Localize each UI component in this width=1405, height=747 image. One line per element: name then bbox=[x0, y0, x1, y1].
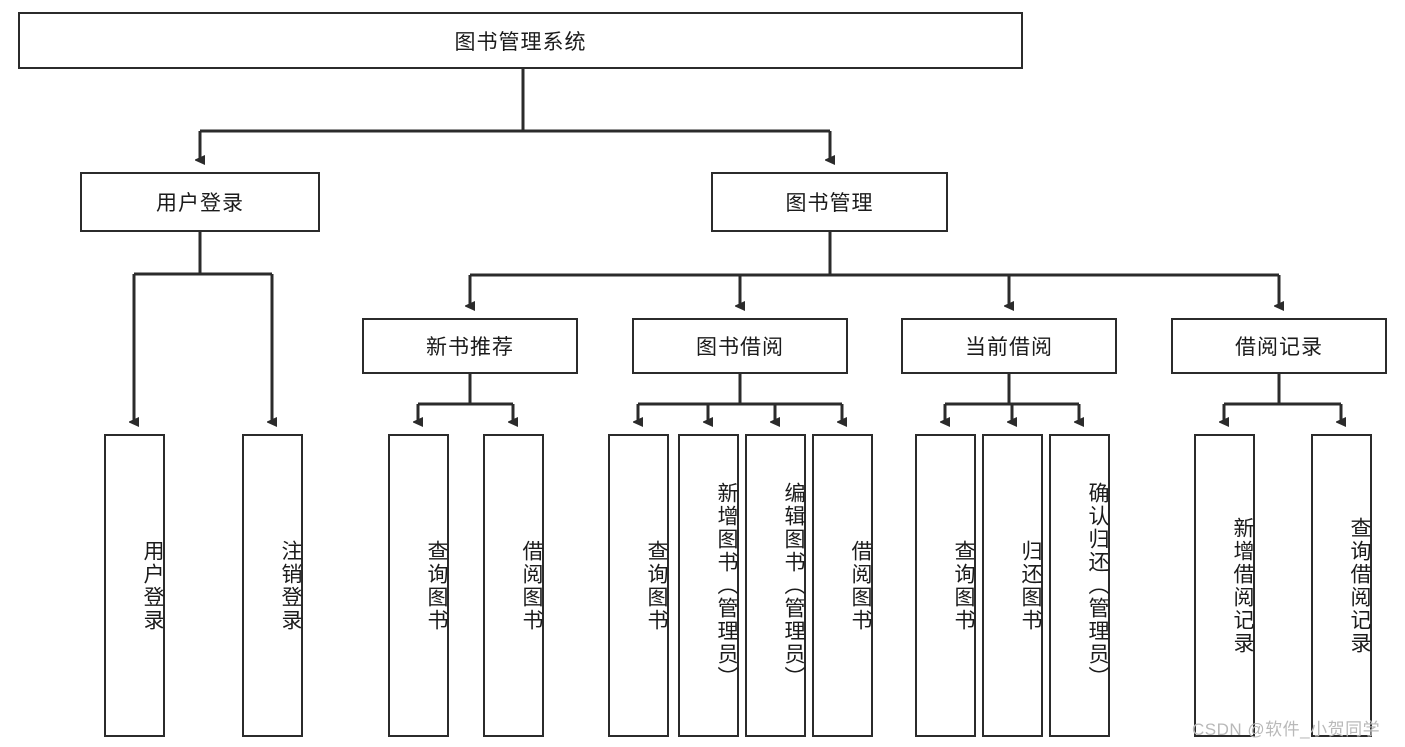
node-leaf-query-book-borrow[interactable]: 查询图书 bbox=[608, 434, 669, 737]
node-leaf-logout-login-label: 注销登录 bbox=[279, 539, 302, 632]
node-root[interactable]: 图书管理系统 bbox=[18, 12, 1023, 69]
node-leaf-add-borrow-record[interactable]: 新增借阅记录 bbox=[1194, 434, 1255, 737]
node-leaf-confirm-return[interactable]: 确认归还（管理员） bbox=[1049, 434, 1110, 737]
node-leaf-return-book[interactable]: 归还图书 bbox=[982, 434, 1043, 737]
node-leaf-query-borrow-record-label: 查询借阅记录 bbox=[1348, 516, 1371, 655]
node-leaf-return-book-label: 归还图书 bbox=[1019, 539, 1042, 632]
node-book-borrow-label: 图书借阅 bbox=[696, 336, 784, 359]
node-leaf-user-login[interactable]: 用户登录 bbox=[104, 434, 165, 737]
node-leaf-edit-book[interactable]: 编辑图书（管理员） bbox=[745, 434, 806, 737]
node-leaf-query-book-recommend-label: 查询图书 bbox=[425, 539, 448, 632]
node-book-borrow[interactable]: 图书借阅 bbox=[632, 318, 848, 374]
node-leaf-add-borrow-record-label: 新增借阅记录 bbox=[1231, 516, 1254, 655]
node-new-book-recommend[interactable]: 新书推荐 bbox=[362, 318, 578, 374]
node-leaf-borrow-book-recommend[interactable]: 借阅图书 bbox=[483, 434, 544, 737]
node-leaf-query-borrow-record[interactable]: 查询借阅记录 bbox=[1311, 434, 1372, 737]
node-leaf-add-book[interactable]: 新增图书（管理员） bbox=[678, 434, 739, 737]
node-user-login-label: 用户登录 bbox=[156, 192, 244, 215]
node-leaf-query-book-current-label: 查询图书 bbox=[952, 539, 975, 632]
node-user-login[interactable]: 用户登录 bbox=[80, 172, 320, 232]
node-leaf-borrow-book-recommend-label: 借阅图书 bbox=[520, 539, 543, 632]
node-leaf-query-book-current[interactable]: 查询图书 bbox=[915, 434, 976, 737]
node-leaf-query-book-recommend[interactable]: 查询图书 bbox=[388, 434, 449, 737]
node-leaf-query-book-borrow-label: 查询图书 bbox=[645, 539, 668, 632]
node-borrow-record[interactable]: 借阅记录 bbox=[1171, 318, 1387, 374]
node-book-management-label: 图书管理 bbox=[785, 192, 874, 215]
node-borrow-record-label: 借阅记录 bbox=[1235, 336, 1323, 359]
node-new-book-recommend-label: 新书推荐 bbox=[426, 336, 514, 359]
node-root-label: 图书管理系统 bbox=[454, 30, 587, 54]
node-book-management[interactable]: 图书管理 bbox=[711, 172, 948, 232]
node-leaf-confirm-return-label: 确认归还（管理员） bbox=[1086, 482, 1109, 689]
node-leaf-add-book-label: 新增图书（管理员） bbox=[715, 482, 738, 689]
node-leaf-edit-book-label: 编辑图书（管理员） bbox=[782, 482, 805, 689]
node-leaf-borrow-book[interactable]: 借阅图书 bbox=[812, 434, 873, 737]
node-current-borrow[interactable]: 当前借阅 bbox=[901, 318, 1117, 374]
node-current-borrow-label: 当前借阅 bbox=[965, 336, 1053, 359]
watermark: CSDN @软件_小贺同学 bbox=[1192, 720, 1381, 739]
node-leaf-borrow-book-label: 借阅图书 bbox=[849, 539, 872, 632]
node-leaf-logout-login[interactable]: 注销登录 bbox=[242, 434, 303, 737]
node-leaf-user-login-label: 用户登录 bbox=[141, 539, 164, 632]
